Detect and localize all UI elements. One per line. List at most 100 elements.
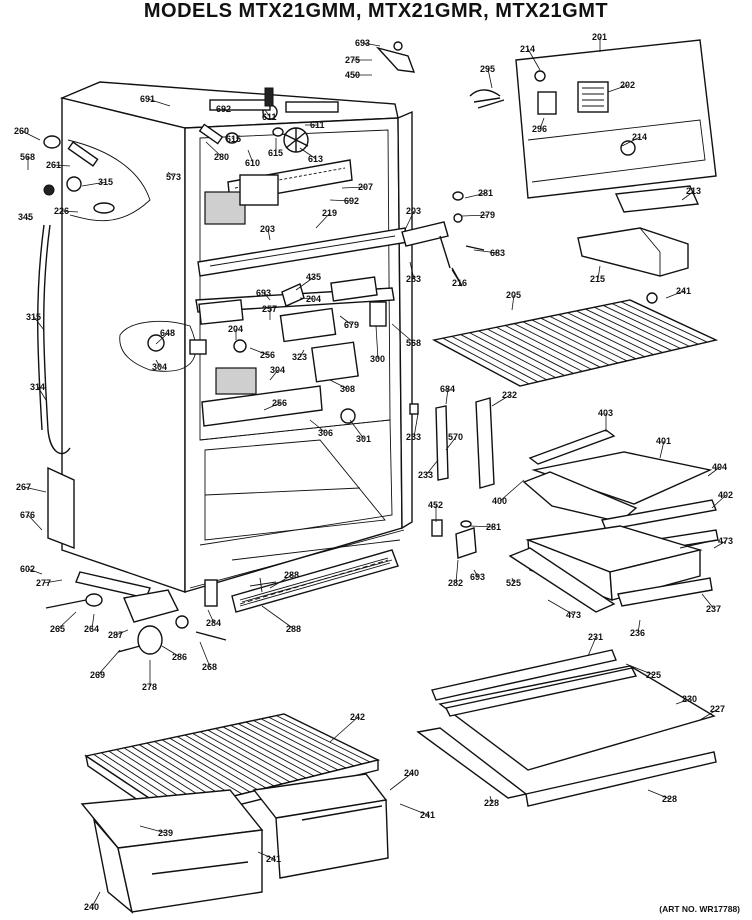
callout-leader-line xyxy=(399,803,429,816)
callout-leader-line xyxy=(547,599,575,616)
callout-leader-line xyxy=(647,789,671,800)
part-number-label: 256 xyxy=(272,398,287,408)
part-number-label: 679 xyxy=(344,320,359,330)
callout-leader-line xyxy=(587,636,597,657)
callout-leader-line xyxy=(425,459,439,476)
part-number-label: 236 xyxy=(630,628,645,638)
callout-leader-line xyxy=(309,419,327,434)
crisper-drawer-left xyxy=(80,789,264,914)
part-number-label: 227 xyxy=(710,704,725,714)
art-number: (ART NO. WR17788) xyxy=(659,904,740,914)
part-number-label: 215 xyxy=(590,274,605,284)
top-hinge-parts xyxy=(375,41,485,287)
part-number-label: 300 xyxy=(370,354,385,364)
part-number-label: 284 xyxy=(206,618,221,628)
pan-236 xyxy=(508,525,717,613)
part-number-label: 205 xyxy=(506,290,521,300)
part-number-label: 402 xyxy=(718,490,733,500)
callout-leader-line xyxy=(339,315,353,326)
callout-leader-line xyxy=(362,42,381,47)
part-number-label: 261 xyxy=(46,160,61,170)
part-number-label: 204 xyxy=(306,294,321,304)
part-number-label: 204 xyxy=(228,324,243,334)
part-number-label: 648 xyxy=(160,328,175,338)
part-number-label: 401 xyxy=(656,436,671,446)
callout-leader-line xyxy=(23,486,47,493)
callout-leader-line xyxy=(249,347,269,356)
part-number-label: 207 xyxy=(358,182,373,192)
callout-leader-line xyxy=(57,611,77,630)
callout-leader-line xyxy=(349,419,365,440)
part-number-label: 203 xyxy=(260,224,275,234)
part-number-label: 277 xyxy=(36,578,51,588)
part-number-label: 315 xyxy=(98,177,113,187)
callout-leader-line xyxy=(659,440,665,459)
part-number-label: 693 xyxy=(355,38,370,48)
callout-leader-line xyxy=(413,413,419,438)
part-number-label: 241 xyxy=(266,854,281,864)
part-number-label: 232 xyxy=(502,390,517,400)
callout-leader-line xyxy=(329,199,353,202)
callout-leader-line xyxy=(269,369,279,381)
callout-leader-line xyxy=(33,316,45,331)
callout-leader-line xyxy=(527,48,541,71)
part-number-label: 684 xyxy=(440,384,455,394)
part-number-label: 241 xyxy=(676,286,691,296)
callout-leader-line xyxy=(299,147,317,160)
part-number-label: 314 xyxy=(30,382,45,392)
callout-leader-line xyxy=(451,269,461,284)
part-number-label: 450 xyxy=(345,70,360,80)
part-number-label: 230 xyxy=(682,694,697,704)
callout-leader-line xyxy=(199,641,211,668)
callout-leader-line xyxy=(699,708,719,721)
callout-leader-line xyxy=(681,190,695,201)
part-number-label: 265 xyxy=(50,624,65,634)
callout-leader-line xyxy=(261,605,295,630)
callout-leader-line xyxy=(207,609,215,624)
part-number-label: 237 xyxy=(706,604,721,614)
diagram-title: MODELS MTX21GMM, MTX21GMR, MTX21GMT xyxy=(143,0,609,22)
part-number-label: 403 xyxy=(598,408,613,418)
part-number-label: 304 xyxy=(152,362,167,372)
grille-and-base-parts xyxy=(45,549,399,655)
callout-leader-line xyxy=(299,349,305,358)
callout-leader-line xyxy=(269,574,293,589)
part-number-label: 323 xyxy=(292,352,307,362)
part-number-label: 231 xyxy=(588,632,603,642)
part-number-label: 225 xyxy=(646,670,661,680)
part-number-label: 233 xyxy=(406,432,421,442)
part-number-label: 306 xyxy=(318,428,333,438)
part-number-label: 233 xyxy=(418,470,433,480)
part-number-label: 452 xyxy=(428,500,443,510)
callout-leader-line xyxy=(711,494,727,509)
part-number-label: 611 xyxy=(262,112,277,122)
callout-leader-line xyxy=(409,261,415,280)
callout-leader-line xyxy=(147,98,171,107)
part-number-label: 295 xyxy=(480,64,495,74)
callout-leader-line xyxy=(37,386,47,401)
part-number-label: 611 xyxy=(310,120,325,130)
part-number-label: 275 xyxy=(345,55,360,65)
part-number-label: 239 xyxy=(158,828,173,838)
callout-leader-line xyxy=(25,216,31,221)
callout-leader-line xyxy=(607,84,629,93)
callout-leader-line xyxy=(267,228,271,241)
part-number-label: 286 xyxy=(172,652,187,662)
part-number-label: 268 xyxy=(202,662,217,672)
part-number-label: 228 xyxy=(662,794,677,804)
callout-leader-line xyxy=(27,514,43,531)
part-number-label: 683 xyxy=(490,248,505,258)
part-number-label: 214 xyxy=(520,44,535,54)
part-number-label: 260 xyxy=(14,126,29,136)
part-number-label: 288 xyxy=(286,624,301,634)
control-panel-201 xyxy=(469,39,717,199)
part-number-label: 308 xyxy=(340,384,355,394)
callout-leader-line xyxy=(675,698,691,705)
part-number-label: 281 xyxy=(486,522,501,532)
door-hinge-and-tube xyxy=(37,135,151,550)
callout-leader-line xyxy=(167,171,175,178)
callout-leader-line xyxy=(91,613,95,630)
wire-shelf-205 xyxy=(431,299,719,387)
part-number-label: 203 xyxy=(406,206,421,216)
